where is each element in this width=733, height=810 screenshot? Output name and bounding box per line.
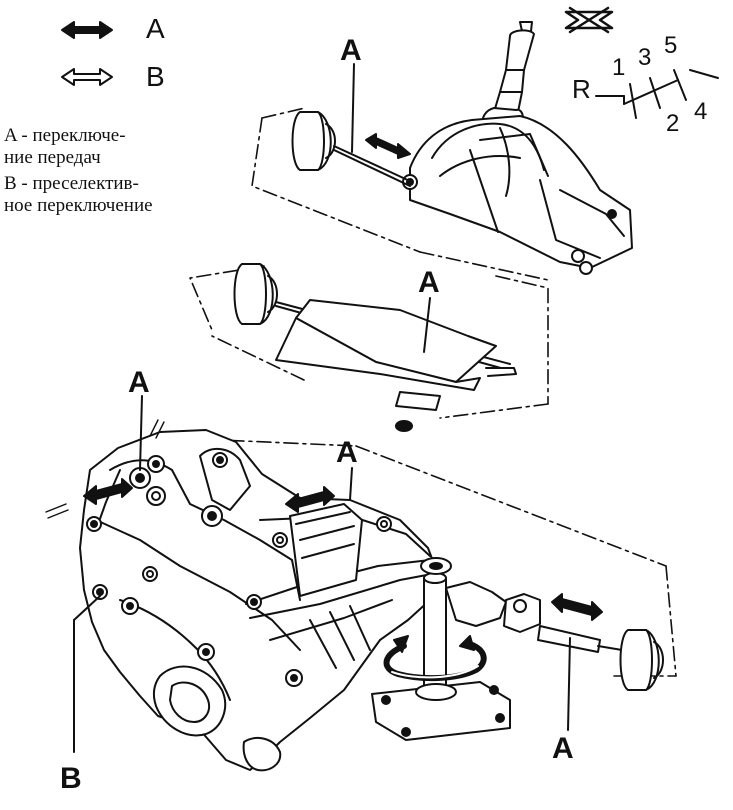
callout-a-left: A [128, 366, 150, 399]
legend-arrow-solid-icon [61, 21, 113, 39]
callout-a-top: A [340, 34, 362, 67]
gearbox-bolts [86, 452, 392, 687]
lower-direction-arrow-icon [551, 593, 603, 621]
center-callout-line [349, 467, 353, 501]
callout-a-middle: A [418, 266, 440, 299]
gear-label-5: 5 [664, 32, 678, 59]
legend-key-b: B [146, 61, 165, 92]
gear-label-reverse: R [572, 74, 591, 104]
bottom-left-callout-leader [73, 595, 101, 621]
middle-cable [233, 263, 517, 432]
top-callout-line [351, 63, 355, 153]
left-callout-line [139, 395, 143, 471]
lower-cable [445, 581, 664, 691]
gear-label-1: 1 [612, 54, 626, 81]
legend-desc-b-line1: B - преселектив- [4, 173, 139, 194]
callout-a-bottom-right: A [552, 732, 574, 765]
middle-assembly-outline [189, 265, 549, 419]
legend-arrow-hollow-icon [61, 68, 113, 86]
top-assembly-outline [251, 107, 549, 281]
linkage-springs [45, 419, 165, 519]
gear-label-4: 4 [694, 98, 708, 125]
legend-desc-b-line2: ное переключение [4, 195, 153, 216]
top-direction-arrow-icon [365, 133, 411, 159]
rotation-arrow-icon [383, 635, 487, 682]
legend-desc-a-line1: A - переключе- [4, 125, 126, 146]
gear-label-2: 2 [666, 110, 680, 137]
lever-housing [402, 115, 633, 275]
cross-symbol-icon [564, 6, 614, 34]
center-direction-arrow-icon [285, 486, 335, 513]
left-direction-arrow-icon [83, 478, 133, 505]
lower-right-callout-line [567, 637, 571, 731]
middle-callout-line [423, 297, 431, 353]
top-cable [291, 111, 413, 187]
gear-label-3: 3 [638, 44, 652, 71]
legend-key-a: A [146, 13, 165, 44]
selector-post [371, 557, 511, 741]
callout-b-bottom-left: B [60, 762, 82, 795]
shift-lever [481, 21, 535, 129]
callout-a-center: A [336, 436, 358, 469]
legend-desc-a-line2: ние передач [4, 147, 101, 168]
shift-pattern-icon [595, 69, 719, 119]
